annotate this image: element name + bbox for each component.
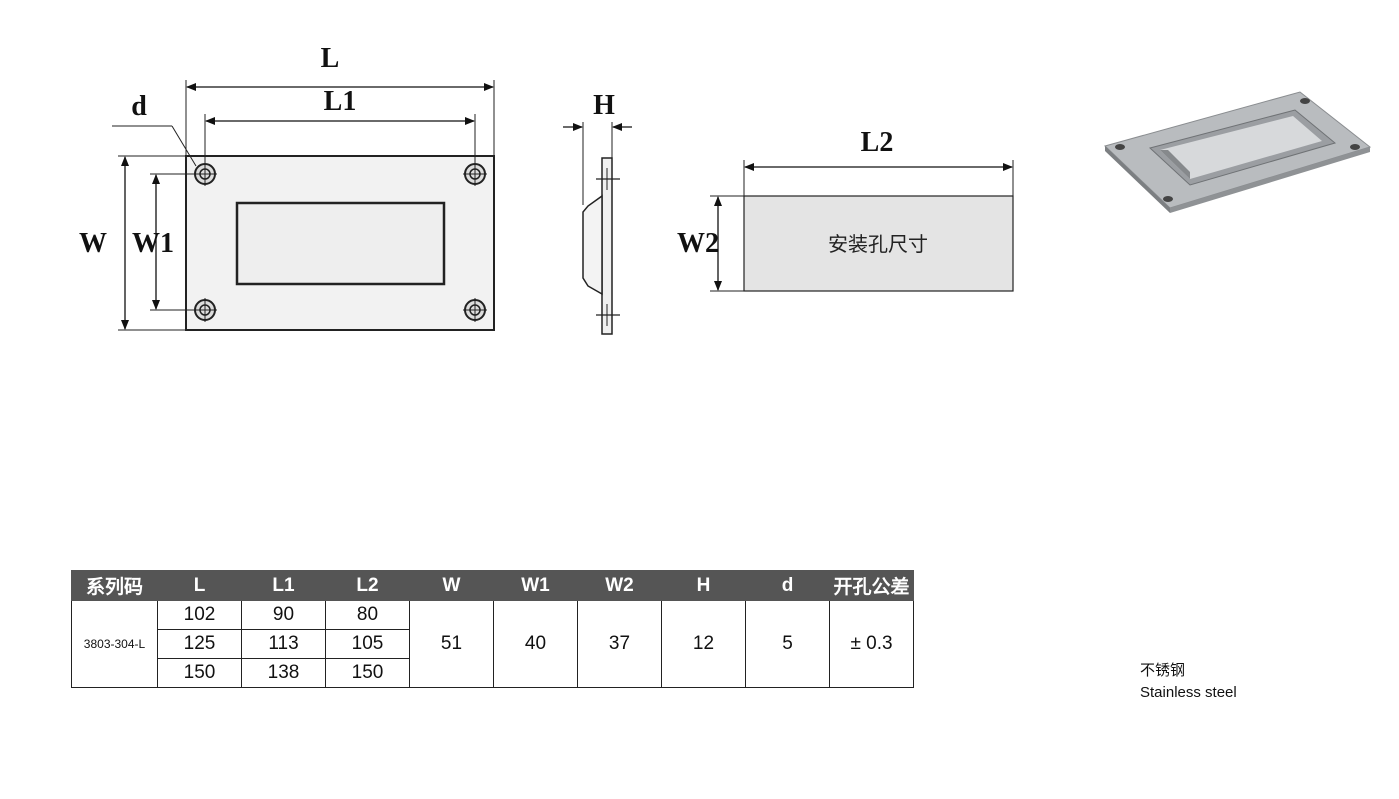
cell-L2: 80 xyxy=(325,600,410,630)
cutout-label: 安装孔尺寸 xyxy=(828,232,928,256)
header-cell: W xyxy=(409,570,494,601)
front-view: L L1 d W W1 xyxy=(79,43,495,331)
table-row: 125 113 105 xyxy=(72,629,914,659)
header-cell: 开孔公差 xyxy=(829,570,914,601)
cell-W1: 40 xyxy=(493,600,578,688)
dim-label-d: d xyxy=(131,91,147,122)
spec-table: 系列码 L L1 L2 W W1 W2 H d 开孔公差 3803-304-L … xyxy=(71,570,914,688)
material-en: Stainless steel xyxy=(1140,684,1237,701)
material-label: 不锈钢 Stainless steel xyxy=(1140,660,1237,704)
header-cell: L2 xyxy=(325,570,410,601)
header-cell: L xyxy=(157,570,242,601)
model-cell: 3803-304-L xyxy=(71,600,158,688)
cell-L: 102 xyxy=(157,600,242,630)
cutout-view: 安装孔尺寸 L2 W2 xyxy=(677,127,1014,292)
cell-L: 125 xyxy=(157,629,242,659)
product-photo xyxy=(1104,91,1372,213)
table-row: 3803-304-L 102 90 80 51 40 37 12 5 ± 0.3 xyxy=(71,600,914,688)
table-header-row: 系列码 L L1 L2 W W1 W2 H d 开孔公差 xyxy=(71,570,914,601)
cell-d: 5 xyxy=(745,600,830,688)
dim-label-W1: W1 xyxy=(132,228,174,259)
recess-outline xyxy=(235,201,446,286)
mount-hole xyxy=(463,162,487,186)
cell-L: 150 xyxy=(157,658,242,688)
dim-label-W: W xyxy=(79,228,107,259)
header-cell: H xyxy=(661,570,746,601)
cell-L1: 90 xyxy=(241,600,326,630)
cell-H: 12 xyxy=(661,600,746,688)
cell-L1: 113 xyxy=(241,629,326,659)
mount-hole xyxy=(193,162,217,186)
cell-W: 51 xyxy=(409,600,494,688)
header-cell: W2 xyxy=(577,570,662,601)
cutout-rect xyxy=(743,195,1014,292)
cell-W2: 37 xyxy=(577,600,662,688)
dim-label-L2: L2 xyxy=(861,127,894,158)
side-view: H xyxy=(563,90,632,335)
side-recess-profile xyxy=(582,194,603,296)
dim-label-H: H xyxy=(593,90,615,121)
header-cell: L1 xyxy=(241,570,326,601)
header-cell: d xyxy=(745,570,830,601)
cell-L2: 150 xyxy=(325,658,410,688)
dim-label-W2: W2 xyxy=(677,228,719,259)
cell-L1: 138 xyxy=(241,658,326,688)
mount-hole xyxy=(463,298,487,322)
header-cell: W1 xyxy=(493,570,578,601)
table-row: 150 138 150 xyxy=(72,658,914,688)
material-cn: 不锈钢 xyxy=(1140,662,1186,679)
dim-label-L: L xyxy=(321,43,340,74)
cell-tolerance: ± 0.3 xyxy=(829,600,914,688)
dim-label-L1: L1 xyxy=(324,86,357,117)
header-cell: 系列码 xyxy=(71,570,158,601)
cell-L2: 105 xyxy=(325,629,410,659)
